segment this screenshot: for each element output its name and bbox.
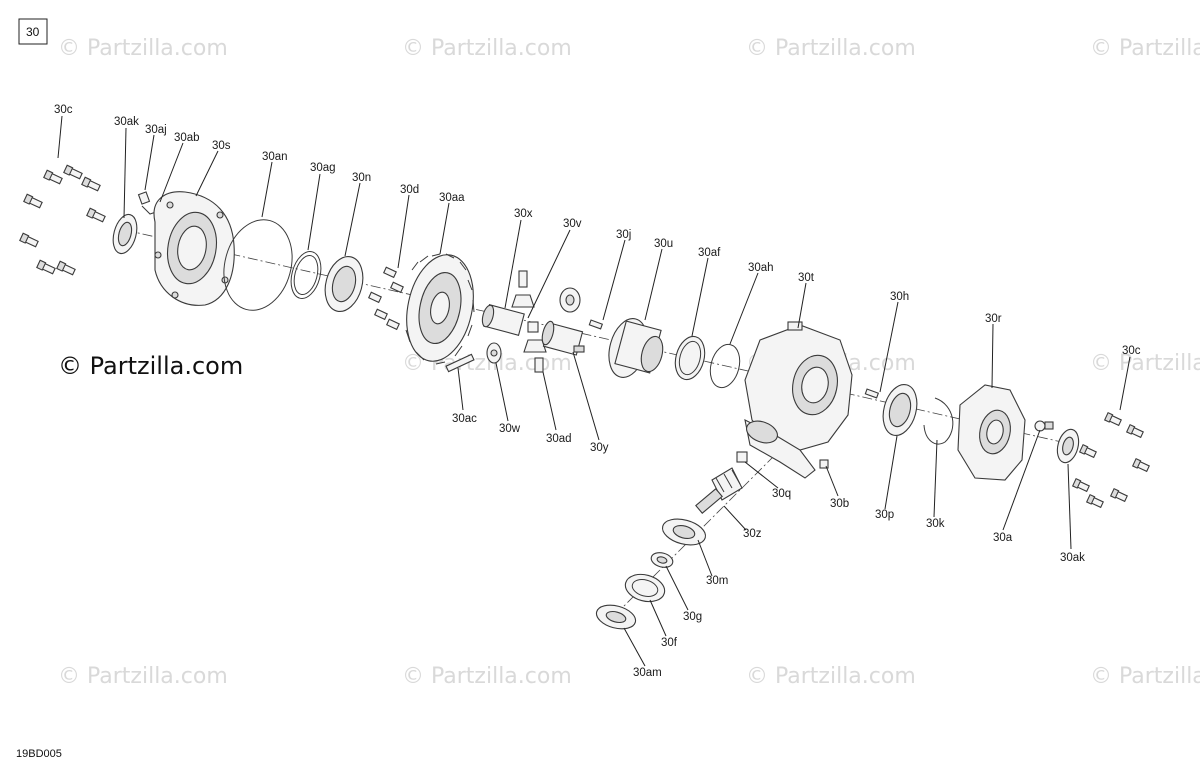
label-30y: 30y bbox=[590, 442, 609, 454]
label-30ag: 30ag bbox=[310, 162, 336, 174]
sealing-washer bbox=[1034, 420, 1054, 432]
label-30af: 30af bbox=[698, 247, 721, 259]
cross-pin bbox=[445, 353, 475, 373]
reference-number-box: 30 bbox=[18, 18, 48, 45]
drive-coupler bbox=[481, 304, 525, 336]
clutch-ring bbox=[674, 335, 706, 381]
ring-gear bbox=[405, 253, 475, 365]
drain-plug bbox=[819, 459, 829, 469]
drawing-code: 19BD005 bbox=[16, 748, 62, 760]
parts-layer bbox=[19, 164, 1150, 630]
label-30t: 30t bbox=[798, 272, 815, 284]
label-30ab: 30ab bbox=[174, 132, 200, 144]
pinion-seal bbox=[595, 604, 637, 630]
label-30aa: 30aa bbox=[439, 192, 465, 204]
watermark: © Partzilla.com bbox=[746, 664, 916, 689]
label-30j: 30j bbox=[616, 229, 631, 241]
breather-fitting bbox=[137, 191, 157, 215]
shim-ring bbox=[290, 251, 322, 299]
bolt-group-left bbox=[19, 164, 106, 276]
label-30m: 30m bbox=[706, 575, 728, 587]
label-30aj: 30aj bbox=[145, 124, 167, 136]
label-30ac: 30ac bbox=[452, 413, 477, 425]
watermark: © Partzilla.com bbox=[58, 664, 228, 689]
label-30am: 30am bbox=[633, 667, 662, 679]
differential-case bbox=[608, 318, 664, 378]
thrust-washer bbox=[486, 342, 502, 364]
dowel-pin bbox=[588, 319, 604, 330]
housing-cover-left bbox=[153, 191, 235, 306]
watermark: © Partzilla.com bbox=[1090, 664, 1200, 689]
oil-seal-mid bbox=[882, 383, 918, 437]
pinion-bearing bbox=[661, 518, 707, 546]
spacer-ring bbox=[650, 552, 674, 568]
label-30z: 30z bbox=[743, 528, 762, 540]
label-30q: 30q bbox=[772, 488, 791, 500]
main-watermark: © Partzilla.com bbox=[58, 352, 243, 380]
label-30d: 30d bbox=[400, 184, 419, 196]
label-30u: 30u bbox=[654, 238, 673, 250]
watermark: © Partzilla.com bbox=[1090, 351, 1200, 376]
leader-lines bbox=[57, 115, 1131, 667]
label-30c-left: 30c bbox=[54, 104, 73, 116]
retaining-ring bbox=[709, 343, 741, 389]
ring-gear-bolts bbox=[368, 266, 404, 331]
bolt-group-right bbox=[1071, 411, 1150, 509]
bearing-cage bbox=[624, 573, 666, 603]
watermark: © Partzilla.com bbox=[1090, 36, 1200, 61]
label-30k: 30k bbox=[926, 518, 945, 530]
label-30ah: 30ah bbox=[748, 262, 774, 274]
label-30w: 30w bbox=[499, 423, 521, 435]
label-30h: 30h bbox=[890, 291, 909, 303]
reference-number: 30 bbox=[26, 25, 40, 39]
watermark: © Partzilla.com bbox=[58, 36, 228, 61]
oil-seal-left bbox=[112, 213, 138, 255]
side-gear-assembly bbox=[541, 320, 585, 356]
spider-gear-set bbox=[511, 270, 581, 373]
label-30r: 30r bbox=[985, 313, 1002, 325]
label-30f: 30f bbox=[661, 637, 678, 649]
oil-seal-right bbox=[1056, 428, 1080, 464]
callout-labels: 30c 30ak 30aj 30ab 30s 30an 30ag 30n 30d… bbox=[54, 104, 1141, 679]
label-30an: 30an bbox=[262, 151, 288, 163]
label-30b: 30b bbox=[830, 498, 849, 510]
label-30v: 30v bbox=[563, 218, 582, 230]
label-30p: 30p bbox=[875, 509, 894, 521]
label-30n: 30n bbox=[352, 172, 371, 184]
housing-plug bbox=[736, 451, 748, 463]
watermark: © Partzilla.com bbox=[402, 664, 572, 689]
label-30x: 30x bbox=[514, 208, 533, 220]
ball-bearing-large bbox=[324, 256, 364, 312]
watermark-layer: © Partzilla.com © Partzilla.com © Partzi… bbox=[58, 36, 1200, 689]
label-30ad: 30ad bbox=[546, 433, 572, 445]
o-ring-large bbox=[223, 219, 293, 311]
housing-cover-right bbox=[957, 384, 1026, 481]
label-30a: 30a bbox=[993, 532, 1013, 544]
watermark: © Partzilla.com bbox=[746, 36, 916, 61]
pinion-shaft bbox=[695, 467, 743, 514]
assembly-axis bbox=[124, 229, 1076, 621]
housing-pin bbox=[864, 388, 880, 399]
main-housing bbox=[744, 321, 853, 479]
label-30ak-left: 30ak bbox=[114, 116, 139, 128]
label-30g: 30g bbox=[683, 611, 702, 623]
label-30ak-right: 30ak bbox=[1060, 552, 1085, 564]
watermark: © Partzilla.com bbox=[402, 36, 572, 61]
label-30c-right: 30c bbox=[1122, 345, 1141, 357]
label-30s: 30s bbox=[212, 140, 231, 152]
snap-ring bbox=[923, 397, 954, 445]
